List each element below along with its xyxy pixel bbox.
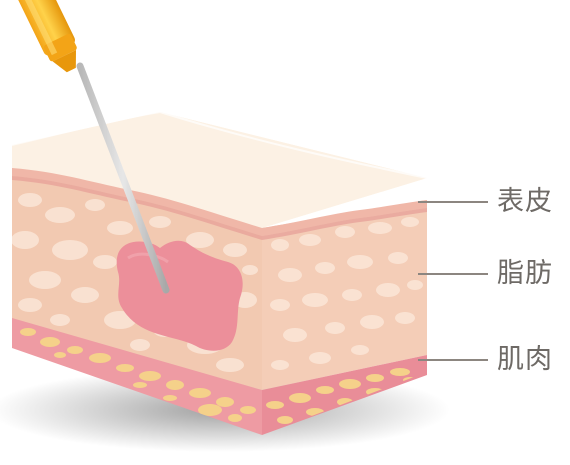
muscle-label: 肌肉 [497, 346, 553, 373]
epidermis-label: 表皮 [497, 188, 553, 215]
fat-label: 脂肪 [497, 260, 553, 287]
